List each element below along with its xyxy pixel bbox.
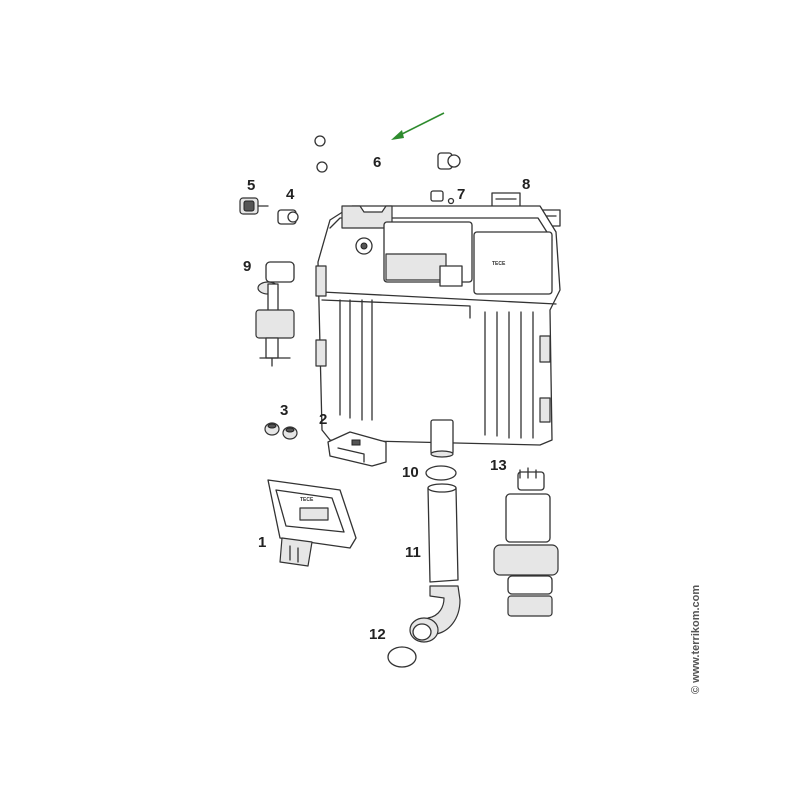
label-part-7: 7 bbox=[457, 186, 466, 203]
label-part-4: 4 bbox=[286, 186, 295, 203]
label-part-10: 10 bbox=[402, 464, 419, 481]
seal-ring-part-10 bbox=[425, 465, 457, 481]
flush-pipe-part-11 bbox=[409, 483, 461, 643]
flush-valve-part-13 bbox=[493, 467, 559, 617]
label-part-12: 12 bbox=[369, 626, 386, 643]
seal-ring-part-12 bbox=[387, 646, 417, 668]
watermark: © www.terrikom.com bbox=[690, 584, 702, 694]
label-part-13: 13 bbox=[490, 457, 507, 474]
label-part-9: 9 bbox=[243, 258, 252, 275]
label-part-5: 5 bbox=[247, 177, 256, 194]
hose-lower bbox=[316, 161, 444, 202]
fill-valve-part-9 bbox=[255, 261, 295, 367]
label-part-1: 1 bbox=[258, 534, 267, 551]
label-part-11: 11 bbox=[405, 544, 421, 561]
screws-part-3 bbox=[264, 422, 298, 440]
cistern-logo: TECE bbox=[492, 261, 506, 267]
cistern-body: TECE bbox=[315, 205, 561, 458]
bracket-logo: TECE bbox=[300, 497, 314, 503]
label-part-6: 6 bbox=[373, 154, 382, 171]
green-arrow-icon bbox=[391, 112, 445, 140]
seal-part-7 bbox=[447, 197, 455, 205]
label-part-3: 3 bbox=[280, 402, 289, 419]
label-part-2: 2 bbox=[319, 411, 328, 428]
bracket-part-2 bbox=[327, 431, 387, 467]
clip-part-4 bbox=[277, 209, 299, 225]
bracket-plate-part-1: TECE bbox=[267, 479, 357, 567]
hose-upper bbox=[314, 135, 461, 170]
label-part-8: 8 bbox=[522, 176, 531, 193]
valve-part-5 bbox=[239, 197, 269, 215]
